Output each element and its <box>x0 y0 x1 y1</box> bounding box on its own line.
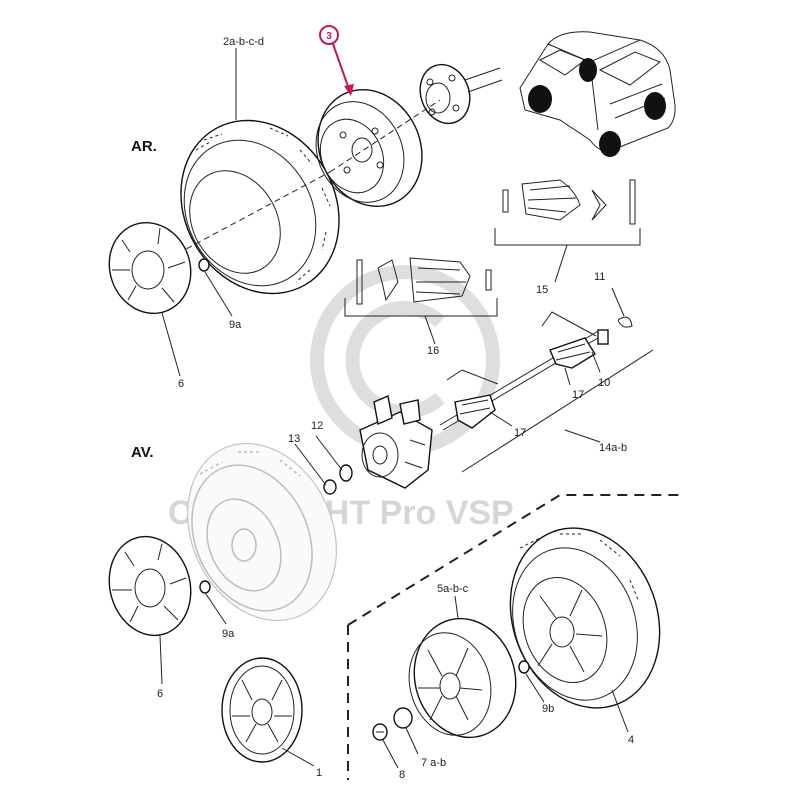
part-label-5: 5a-b-c <box>437 583 469 595</box>
part-label-6-rear: 6 <box>178 378 184 390</box>
part-label-9a-front: 9a <box>222 628 235 640</box>
rear-wheel-nut <box>198 258 210 272</box>
leader-15 <box>554 244 568 283</box>
callout-3-number: 3 <box>326 31 332 42</box>
alloy-wheel-nut <box>518 660 530 674</box>
part-label-17-lower: 17 <box>514 427 526 439</box>
front-steering-knuckle <box>359 395 433 489</box>
boot-kit-15 <box>494 179 641 246</box>
callout-3[interactable]: 3 <box>319 25 354 96</box>
alloy-rim <box>408 617 517 739</box>
part-label-12: 12 <box>311 420 323 432</box>
front-hub-bearing-12 <box>339 464 353 482</box>
full-wheel-cover <box>221 657 303 763</box>
leader-17-lower <box>489 411 513 427</box>
part-label-7: 7 a-b <box>421 757 446 769</box>
part-label-11: 11 <box>594 271 605 283</box>
driveshaft <box>439 316 633 431</box>
leader-7 <box>405 727 419 755</box>
bracket-14-line <box>461 349 654 473</box>
part-label-10: 10 <box>598 377 610 389</box>
part-label-15: 15 <box>536 284 548 296</box>
part-label-13: 13 <box>288 433 300 445</box>
part-label-14: 14a-b <box>599 442 627 454</box>
optional-parts-boundary <box>347 494 684 780</box>
part-label-16: 16 <box>427 345 439 357</box>
bracket-16 <box>446 369 499 385</box>
part-label-2: 2a-b-c-d <box>223 36 264 48</box>
leader-11 <box>611 287 625 317</box>
alloy-wheel-tyre <box>509 527 661 709</box>
front-tyre-ghost <box>186 442 338 622</box>
leader-17-upper <box>564 367 571 386</box>
leader-16 <box>424 315 436 345</box>
part-label-4: 4 <box>628 734 634 746</box>
part-label-6-front: 6 <box>157 688 163 700</box>
part-label-1: 1 <box>316 767 322 779</box>
leader-8 <box>382 739 399 769</box>
rear-hubcap <box>108 221 192 315</box>
leader-5 <box>454 595 459 619</box>
section-front-label: AV. <box>131 444 154 461</box>
centre-cap-7 <box>393 707 413 729</box>
leader-1 <box>281 747 315 767</box>
rear-hub <box>159 63 503 264</box>
leader-6-rear <box>161 312 181 377</box>
leader-10 <box>591 351 601 373</box>
front-hub-nut-13 <box>323 479 337 495</box>
leader-9a-rear <box>204 271 233 317</box>
front-wheel-nut <box>199 580 211 594</box>
boot-kit-16 <box>344 257 498 317</box>
part-label-8: 8 <box>399 769 405 781</box>
section-rear-label: AR. <box>131 138 157 155</box>
front-hubcap <box>108 535 192 637</box>
leader-9b <box>525 673 545 703</box>
bracket-15 <box>541 311 597 337</box>
part-label-17-upper: 17 <box>572 389 584 401</box>
part-label-9a-rear: 9a <box>229 319 242 331</box>
leader-14 <box>564 429 601 443</box>
leader-4 <box>611 689 629 733</box>
leader-12 <box>315 435 343 471</box>
leader-13 <box>294 443 327 486</box>
rear-steel-rim <box>315 88 423 208</box>
part-label-9b: 9b <box>542 703 554 715</box>
car-location-icon <box>519 31 676 157</box>
leader-6-front <box>159 635 163 685</box>
leader-9a-front <box>205 593 227 625</box>
